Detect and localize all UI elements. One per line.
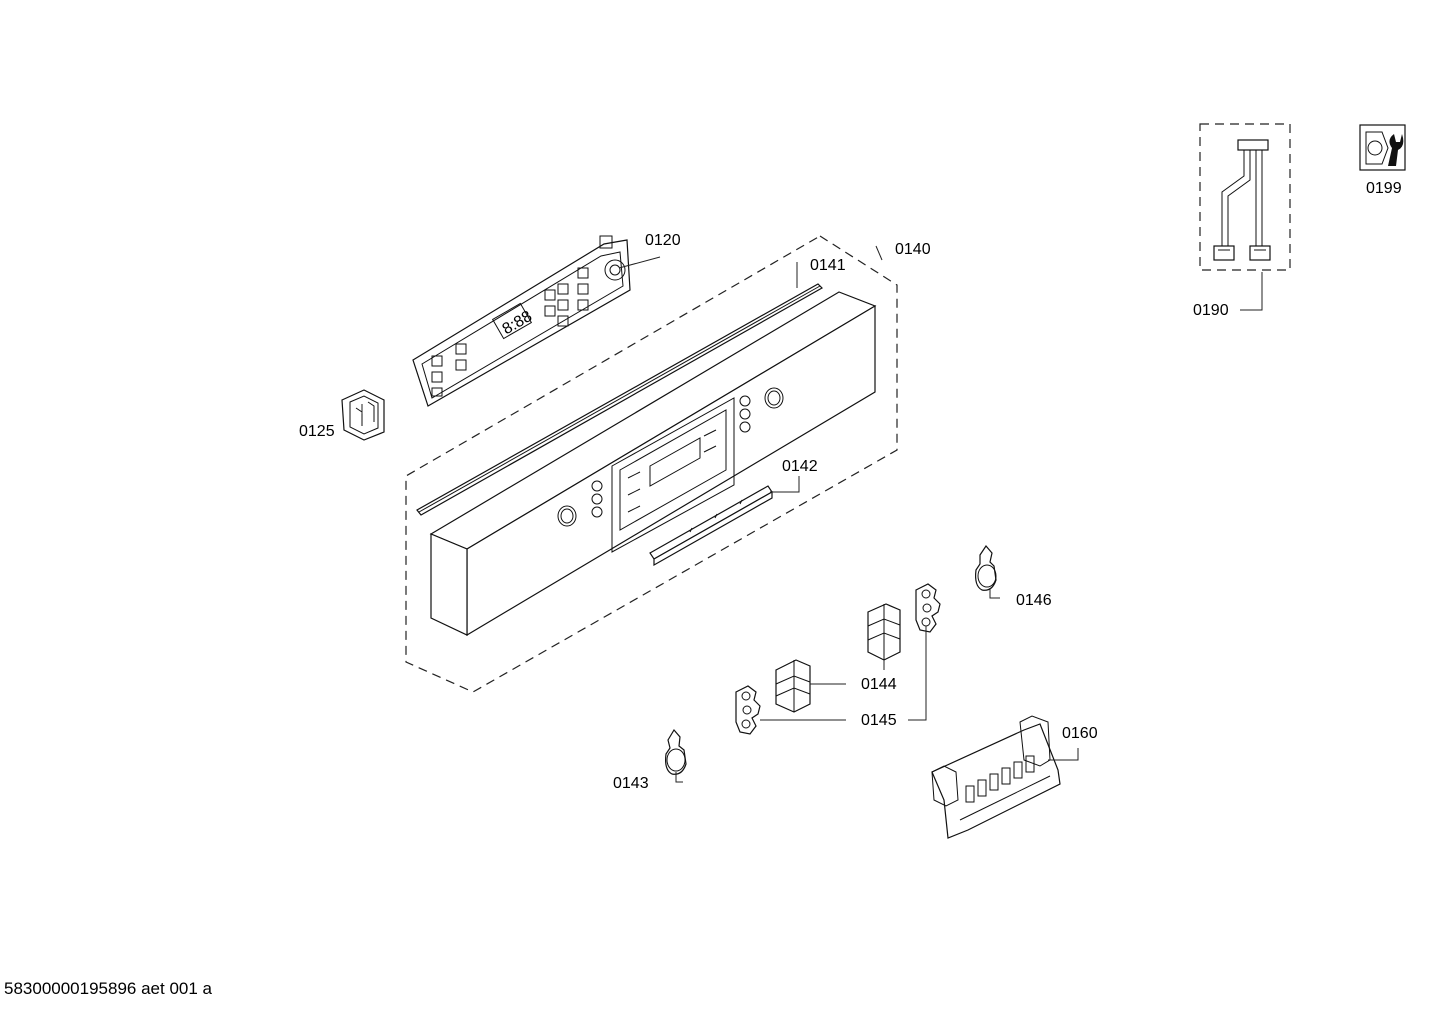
- leader-lines: [361, 245, 1263, 783]
- seal-strip[interactable]: [416, 283, 823, 516]
- electronic-module-pcb[interactable]: 8:88: [412, 235, 631, 407]
- button-set-left[interactable]: [775, 659, 811, 713]
- knob-right[interactable]: [975, 545, 997, 591]
- label-0140: 0140: [895, 241, 931, 258]
- knob-left[interactable]: [665, 728, 687, 775]
- handle-bar[interactable]: [649, 485, 773, 567]
- label-0143: 0143: [613, 775, 649, 792]
- wire-bracket[interactable]: [931, 715, 1061, 839]
- label-0142: 0142: [782, 458, 818, 475]
- connector-clip[interactable]: [341, 389, 385, 441]
- harness-0190-boundary: [1199, 123, 1291, 271]
- wrench-icon: [1359, 124, 1406, 171]
- label-0190: 0190: [1193, 302, 1229, 319]
- button-strip-right[interactable]: [915, 583, 941, 633]
- label-0141: 0141: [810, 257, 846, 274]
- label-0125: 0125: [299, 423, 335, 440]
- label-0145: 0145: [861, 712, 897, 729]
- assembly-0140-boundary: [405, 235, 898, 693]
- label-0199: 0199: [1366, 180, 1402, 197]
- document-id: 58300000195896 aet 001 a: [4, 979, 212, 998]
- button-set-right[interactable]: [867, 603, 901, 661]
- label-0160: 0160: [1062, 725, 1098, 742]
- button-strip-left[interactable]: [735, 685, 761, 735]
- label-0144: 0144: [861, 676, 897, 693]
- wiring-harness[interactable]: [1213, 139, 1271, 261]
- label-0146: 0146: [1016, 592, 1052, 609]
- label-0120: 0120: [645, 232, 681, 249]
- control-panel-fascia[interactable]: [429, 291, 877, 637]
